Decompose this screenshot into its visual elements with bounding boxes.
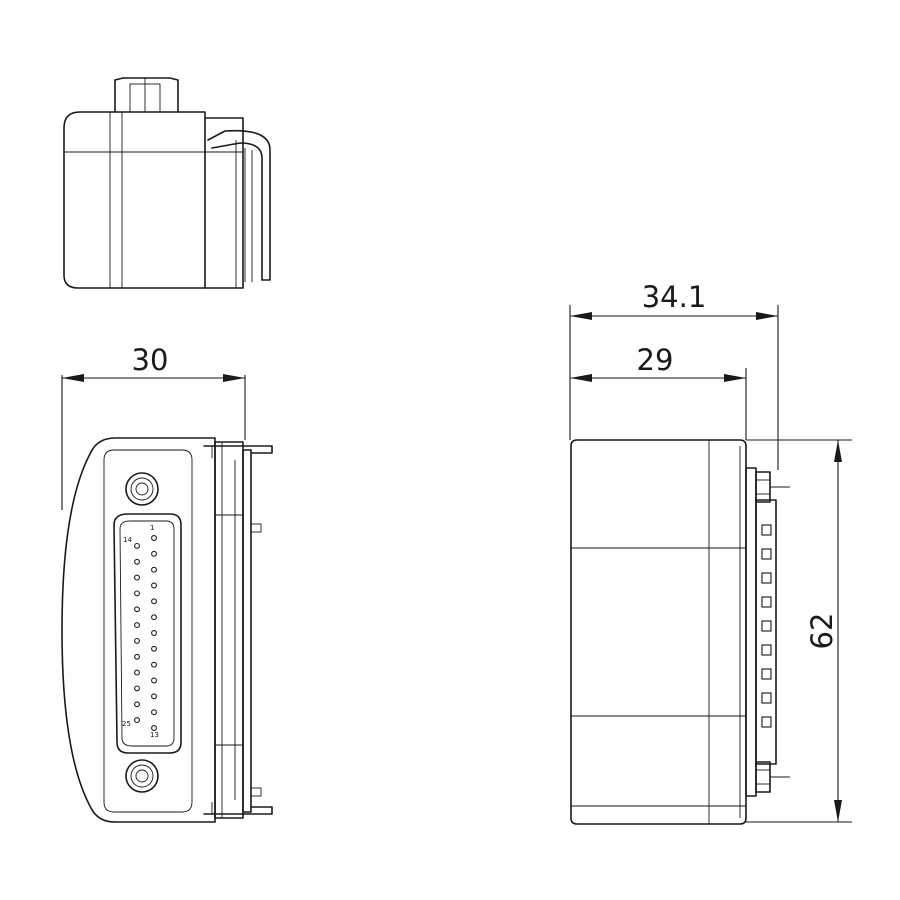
pin-row-b bbox=[134, 590, 140, 597]
front-housing bbox=[61, 437, 216, 823]
dsub-shell bbox=[113, 513, 182, 754]
side-pin bbox=[761, 524, 772, 536]
pin-row-a bbox=[151, 693, 157, 700]
side-pin bbox=[761, 620, 772, 632]
pin-row-b bbox=[134, 669, 140, 676]
pin-row-b bbox=[134, 622, 140, 629]
side-screw-bottom bbox=[755, 761, 790, 793]
side-pin bbox=[761, 572, 772, 584]
side-screw-top bbox=[755, 471, 790, 503]
front-view: 30 bbox=[61, 343, 273, 823]
pin-row-b bbox=[134, 653, 140, 660]
pin-label-first-bottom: 14 bbox=[123, 536, 132, 544]
pin-label-last-bottom: 25 bbox=[122, 720, 131, 728]
pin-row-a bbox=[151, 661, 157, 668]
pin-row-a bbox=[151, 582, 157, 589]
pin-row-a bbox=[151, 725, 157, 731]
pin-row-a bbox=[151, 550, 157, 557]
side-pin bbox=[761, 692, 772, 704]
dimension-depth-overall: 34.1 bbox=[569, 280, 779, 470]
top-view bbox=[63, 77, 271, 289]
screw-lock-bottom bbox=[125, 759, 159, 793]
connector-pins bbox=[134, 535, 157, 731]
pin-row-b bbox=[134, 717, 140, 724]
pin-row-b bbox=[134, 637, 140, 644]
pin-label-last-top: 13 bbox=[150, 731, 159, 739]
pin-row-a bbox=[151, 614, 157, 621]
pin-row-a bbox=[151, 709, 157, 716]
side-pin bbox=[761, 644, 772, 656]
pin-row-a bbox=[151, 566, 157, 573]
pin-row-b bbox=[134, 542, 140, 549]
pin-row-b bbox=[134, 574, 140, 581]
pin-row-a bbox=[151, 630, 157, 636]
dimension-label-34-1: 34.1 bbox=[642, 280, 707, 314]
pin-row-a bbox=[151, 598, 157, 605]
pin-label-first-top: 1 bbox=[150, 524, 154, 532]
dimension-height: 62 bbox=[746, 439, 852, 823]
side-pin-contacts bbox=[761, 524, 772, 728]
dimension-label-29: 29 bbox=[637, 343, 674, 377]
pin-row-a bbox=[151, 645, 157, 652]
side-pin bbox=[761, 548, 772, 560]
side-pin bbox=[761, 716, 772, 728]
pin-row-b bbox=[134, 685, 140, 692]
screw-lock-top bbox=[125, 472, 159, 506]
side-pin bbox=[761, 668, 772, 680]
pin-row-b bbox=[134, 701, 140, 708]
side-view: 34.1 29 62 bbox=[569, 280, 852, 825]
pin-row-a bbox=[151, 677, 157, 684]
side-pin bbox=[761, 596, 772, 608]
pin-row-b bbox=[134, 558, 140, 565]
pin-row-a bbox=[151, 535, 157, 541]
dimension-label-30: 30 bbox=[132, 343, 169, 377]
pin-row-b bbox=[134, 606, 140, 613]
dimension-depth-body: 29 bbox=[570, 343, 747, 440]
side-housing bbox=[570, 439, 747, 825]
dimension-label-62: 62 bbox=[805, 613, 839, 650]
dimension-width-front: 30 bbox=[61, 343, 246, 510]
